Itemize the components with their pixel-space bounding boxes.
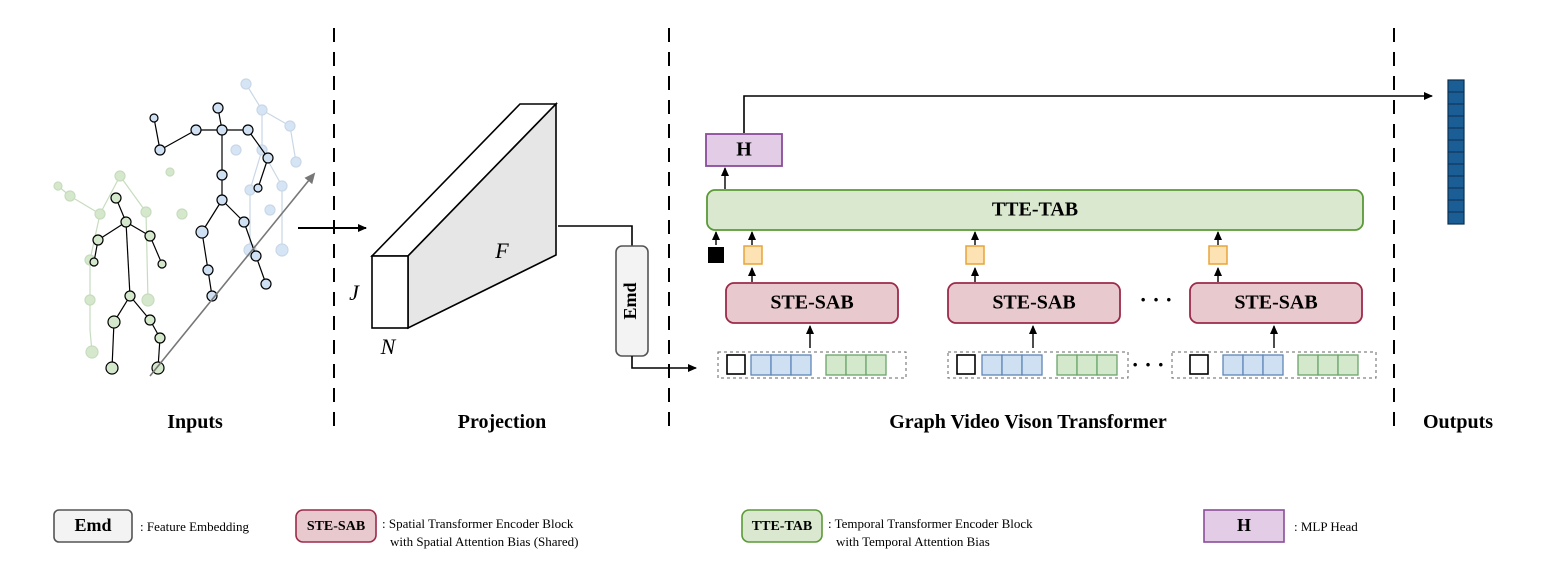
projection-tensor: [370, 102, 558, 330]
output-vector: [1447, 79, 1465, 225]
ste-sab-block-3: STE-SAB: [1189, 282, 1363, 324]
stage-label-inputs: Inputs: [167, 411, 223, 433]
ste-sab-label: STE-SAB: [770, 292, 853, 314]
tte-tab-label: TTE-TAB: [992, 199, 1078, 221]
legend-head-key: H: [1237, 515, 1251, 535]
ste-sab-block-2: STE-SAB: [947, 282, 1121, 324]
legend-ste: STE-SAB : Spatial Transformer Encoder Bl…: [295, 509, 578, 549]
mlp-head-block: H: [705, 133, 783, 167]
axis-label-j: J: [349, 280, 360, 305]
cls-token: [1189, 354, 1209, 375]
legend-tte: TTE-TAB : Temporal Transformer Encoder B…: [741, 509, 1033, 549]
legend-emd: Emd : Feature Embedding: [53, 509, 250, 543]
ste-sab-label: STE-SAB: [1234, 292, 1317, 314]
legend-tte-key: TTE-TAB: [752, 519, 812, 534]
ste-ellipsis: · · ·: [1139, 287, 1172, 312]
emd-block: Emd: [615, 245, 649, 357]
tte-tab-block: TTE-TAB: [706, 189, 1364, 231]
tensor-front-face: [371, 255, 409, 329]
axis-label-n: N: [380, 334, 397, 359]
cls-token: [726, 354, 746, 375]
token-group-3: [1171, 351, 1377, 379]
cls-token: [956, 354, 976, 375]
stage-label-transformer: Graph Video Vison Transformer: [889, 411, 1167, 433]
legend-emd-key: Emd: [74, 515, 111, 535]
stage-label-outputs: Outputs: [1423, 411, 1493, 433]
ste-sab-label: STE-SAB: [992, 292, 1075, 314]
time-axis-arrow: [149, 172, 316, 377]
axis-label-f: F: [494, 238, 509, 263]
cls-output-token-3: [1208, 245, 1228, 265]
cls-output-token-1: [743, 245, 763, 265]
skeleton-sequence: [53, 78, 316, 377]
ste-sab-block-1: STE-SAB: [725, 282, 899, 324]
token-group-2: [947, 351, 1129, 379]
skeleton-front-green: [89, 192, 167, 375]
legend-tte-desc-line2: with Temporal Attention Bias: [836, 534, 990, 549]
legend-head: H : MLP Head: [1203, 509, 1358, 543]
arrow-head-to-output: [743, 92, 1433, 133]
legend: Emd : Feature Embedding STE-SAB : Spatia…: [53, 509, 1358, 549]
legend-tte-desc-line1: : Temporal Transformer Encoder Block: [828, 516, 1033, 531]
connector-projection-to-emd: [558, 225, 633, 246]
token-group-1: [717, 351, 907, 379]
stage-label-projection: Projection: [458, 411, 547, 433]
token-ellipsis: · · ·: [1131, 352, 1164, 377]
legend-emd-desc: : Feature Embedding: [140, 519, 250, 534]
mlp-head-label: H: [736, 139, 752, 161]
legend-head-desc: : MLP Head: [1294, 519, 1358, 534]
emd-block-label: Emd: [620, 282, 640, 319]
skeleton-back: [230, 78, 302, 257]
cls-output-token-2: [965, 245, 985, 265]
skeleton-front-blue: [149, 102, 274, 302]
temporal-class-token: [708, 247, 724, 263]
arrow-emd-to-tokens: [631, 356, 697, 372]
legend-ste-key: STE-SAB: [307, 519, 365, 534]
legend-ste-desc-line2: with Spatial Attention Bias (Shared): [390, 534, 578, 549]
legend-ste-desc-line1: : Spatial Transformer Encoder Block: [382, 516, 574, 531]
